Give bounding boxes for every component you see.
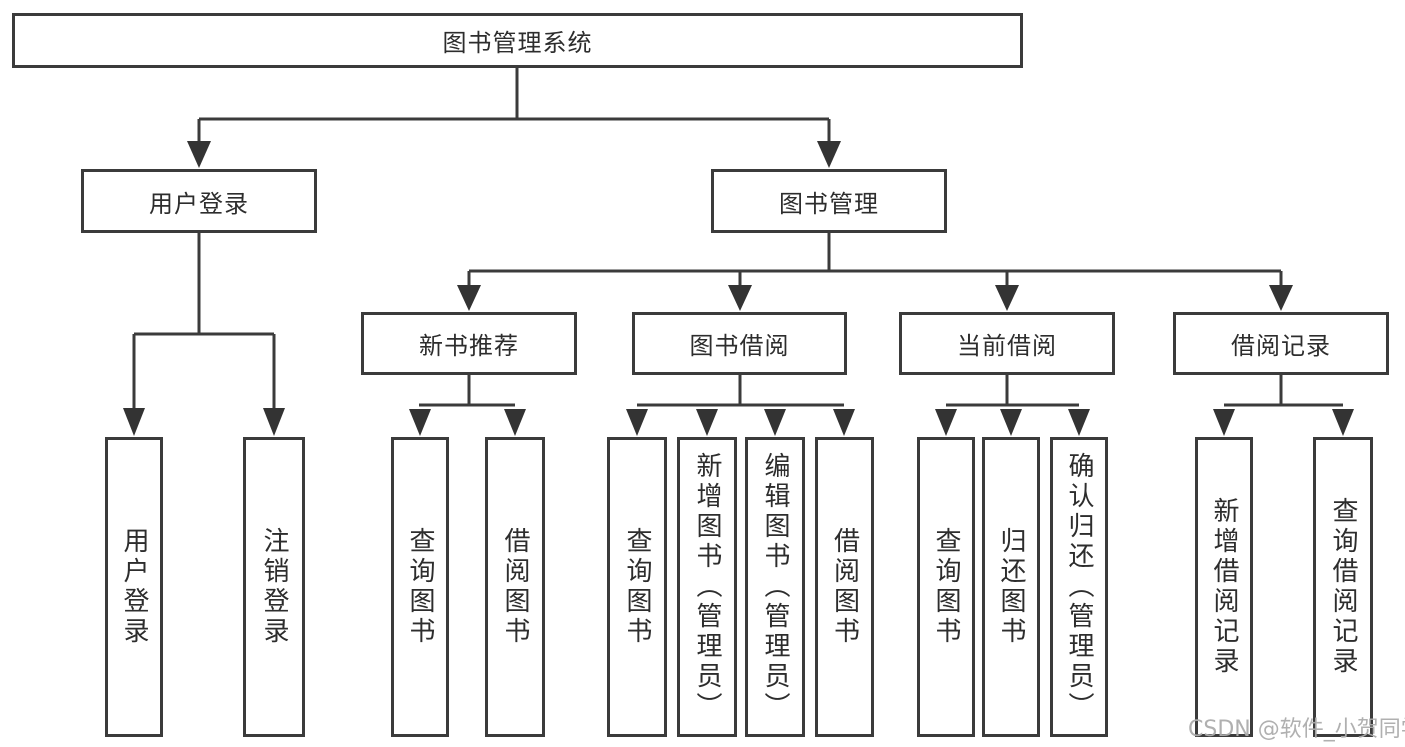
arrow-down-icon [764, 409, 786, 436]
leaf-add-books-admin: 新增图书（管理员） [677, 437, 737, 737]
leaf-label: 注销登录 [259, 527, 289, 647]
arrow-down-icon [123, 408, 145, 436]
arrow-down-icon [817, 141, 841, 168]
leaf-return-books: 归还图书 [982, 437, 1040, 737]
arrow-down-icon [1000, 409, 1022, 436]
arrow-down-icon [696, 409, 718, 436]
arrow-down-icon [626, 409, 648, 436]
arrow-down-icon [263, 408, 285, 436]
node-current-borrow: 当前借阅 [899, 312, 1115, 375]
leaf-user-login: 用户登录 [105, 437, 163, 737]
leaf-label: 查询借阅记录 [1328, 497, 1358, 677]
watermark: CSDN @软件_小贺同学 [1188, 717, 1405, 742]
arrow-down-icon [728, 285, 752, 311]
leaf-label: 借阅图书 [829, 527, 860, 647]
leaf-confirm-return-admin: 确认归还（管理员） [1050, 437, 1108, 737]
leaf-query-books-recommend: 查询图书 [391, 437, 449, 737]
leaf-edit-books-admin: 编辑图书（管理员） [745, 437, 805, 737]
leaf-label: 归还图书 [996, 527, 1026, 647]
leaf-query-books-current: 查询图书 [917, 437, 975, 737]
leaf-add-borrow-record: 新增借阅记录 [1195, 437, 1253, 737]
leaf-label: 用户登录 [119, 527, 149, 647]
node-user-login: 用户登录 [81, 169, 317, 233]
leaf-label: 借阅图书 [500, 527, 530, 647]
leaf-label: 新增图书（管理员） [692, 452, 722, 722]
arrow-down-icon [833, 409, 855, 436]
arrow-down-icon [1269, 285, 1293, 311]
arrow-down-icon [409, 409, 431, 436]
arrow-down-icon [995, 285, 1019, 311]
leaf-logout: 注销登录 [243, 437, 305, 737]
leaf-borrow-books-recommend: 借阅图书 [485, 437, 545, 737]
node-book-borrow: 图书借阅 [632, 312, 847, 375]
arrow-down-icon [1068, 409, 1090, 436]
node-root: 图书管理系统 [12, 13, 1023, 68]
node-book-management: 图书管理 [711, 169, 947, 233]
arrow-down-icon [1213, 409, 1235, 436]
leaf-label: 查询图书 [405, 527, 435, 647]
leaf-label: 查询图书 [931, 527, 961, 647]
leaf-label: 编辑图书（管理员） [760, 452, 790, 722]
node-new-book-recommend: 新书推荐 [361, 312, 577, 375]
arrow-down-icon [187, 141, 211, 168]
node-borrow-records: 借阅记录 [1173, 312, 1389, 375]
connector-arrowheads [123, 141, 1354, 436]
connector-path [132, 66, 1343, 411]
leaf-query-borrow-record: 查询借阅记录 [1313, 437, 1373, 737]
leaf-label: 查询图书 [622, 527, 652, 647]
arrow-down-icon [457, 285, 481, 311]
leaf-label: 确认归还（管理员） [1064, 452, 1094, 722]
arrow-down-icon [1332, 409, 1354, 436]
leaf-query-books-borrow: 查询图书 [607, 437, 667, 737]
arrow-down-icon [935, 409, 957, 436]
leaf-borrow-books: 借阅图书 [815, 437, 874, 737]
leaf-label: 新增借阅记录 [1209, 497, 1239, 677]
arrow-down-icon [504, 409, 526, 436]
